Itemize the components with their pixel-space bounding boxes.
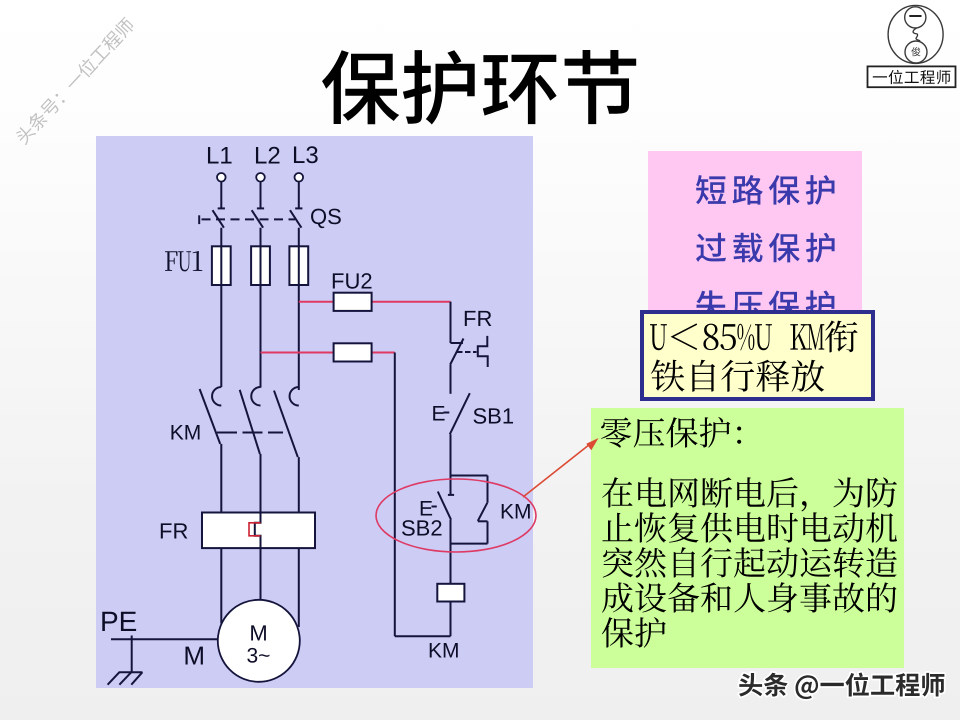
- svg-text:KM: KM: [500, 501, 532, 524]
- svg-text:FR: FR: [463, 306, 492, 331]
- svg-text:KM: KM: [428, 640, 460, 663]
- svg-text:FR: FR: [159, 519, 188, 544]
- svg-text:L1: L1: [206, 143, 233, 170]
- svg-text:E: E: [432, 403, 446, 426]
- svg-text:L3: L3: [292, 142, 319, 169]
- svg-text:L2: L2: [254, 143, 281, 170]
- svg-text:SB1: SB1: [473, 404, 515, 429]
- svg-text:PE: PE: [100, 606, 137, 637]
- svg-text:3~: 3~: [247, 645, 271, 668]
- svg-text:FU2: FU2: [331, 269, 373, 294]
- svg-text:E: E: [419, 498, 433, 521]
- svg-text:M: M: [183, 641, 205, 671]
- svg-text:M: M: [249, 621, 267, 646]
- svg-text:KM: KM: [170, 422, 202, 445]
- svg-text:SB2: SB2: [401, 516, 443, 541]
- svg-text:QS: QS: [310, 204, 342, 229]
